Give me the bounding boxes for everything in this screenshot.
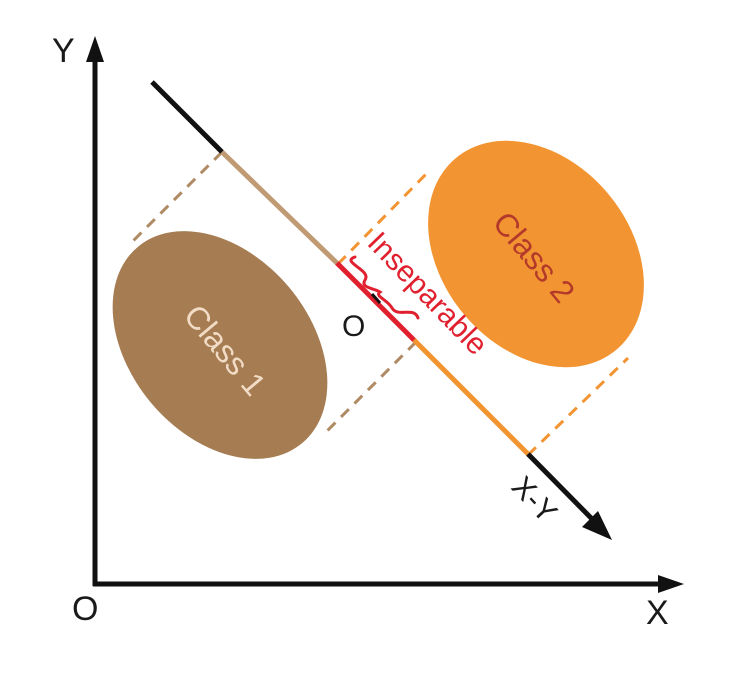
projection-axis-lower [526, 452, 598, 525]
class1-ellipse [112, 231, 328, 459]
projection-origin-label: O [342, 310, 365, 343]
projection-axis-arrowhead [582, 511, 612, 540]
projection-origin-tick [370, 293, 382, 304]
x-axis-arrowhead [658, 575, 684, 593]
class2-projection-dashes [336, 168, 630, 457]
inseparable-brace [349, 255, 420, 320]
projection-axis-upper [150, 80, 224, 154]
class2-ellipse [428, 140, 644, 368]
y-axis-arrowhead [86, 36, 104, 62]
x-axis-label: X [646, 594, 669, 632]
origin-label: O [72, 590, 98, 628]
class1-projection-dashes [128, 150, 418, 438]
class2-projection-segment [412, 338, 532, 458]
class1-projection-segment [220, 150, 342, 268]
overlap-segment [335, 261, 418, 344]
y-axis-label: Y [52, 32, 75, 70]
